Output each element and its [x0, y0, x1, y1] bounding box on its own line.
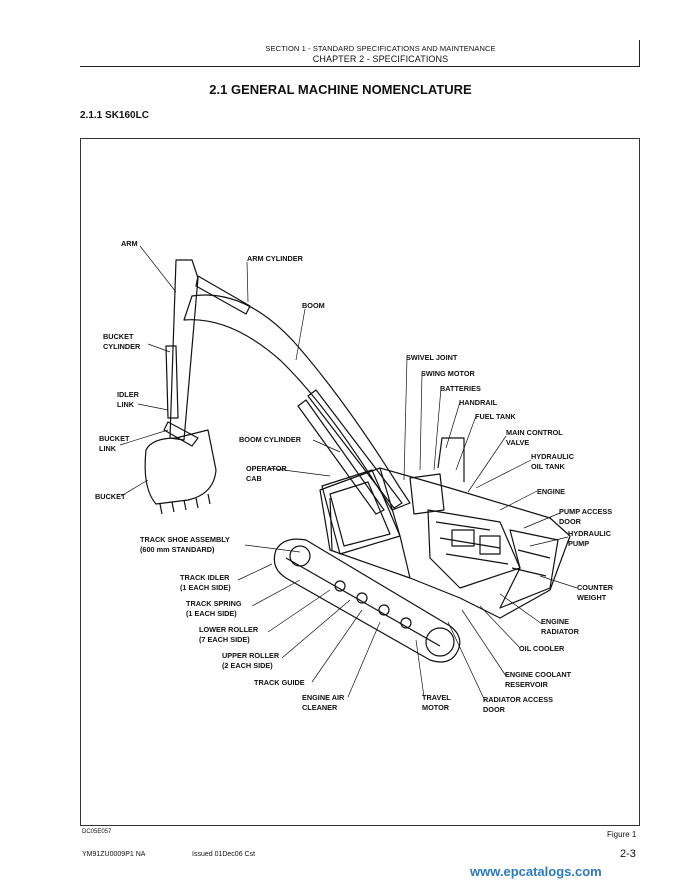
label-track-shoe: TRACK SHOE ASSEMBLY (600 mm STANDARD) [140, 535, 230, 554]
label-upper-roller: UPPER ROLLER (2 EACH SIDE) [222, 651, 280, 670]
label-bucket-cylinder: BUCKET CYLINDER [103, 332, 141, 351]
section-subtitle: 2.1.1 SK160LC [80, 110, 149, 121]
bucket-drawing [144, 429, 217, 505]
header-rule-tick [639, 40, 640, 67]
boom-cylinder-drawing [307, 389, 403, 509]
label-track-spring: TRACK SPRING (1 EACH SIDE) [186, 599, 242, 618]
label-engine-air-cleaner: ENGINE AIR CLEANER [302, 693, 345, 712]
excavator-diagram [144, 259, 571, 663]
label-idler-link: IDLER LINK [117, 390, 139, 409]
label-batteries: BATTERIES [440, 384, 481, 393]
figure-code: DC05E057 [82, 829, 112, 835]
label-engine-radiator: ENGINE RADIATOR [541, 617, 579, 636]
page-title: 2.1 GENERAL MACHINE NOMENCLATURE [209, 82, 472, 97]
fuel-tank-drawing [409, 473, 445, 515]
label-main-control-valve: MAIN CONTROL VALVE [506, 428, 563, 447]
engine-compartment-drawing [427, 509, 521, 589]
label-arm: ARM [121, 239, 138, 248]
label-operator-cab: OPERATOR CAB [246, 464, 287, 483]
label-engine-coolant-reservoir: ENGINE COOLANT RESERVOIR [505, 670, 572, 689]
label-oil-cooler: OIL COOLER [519, 644, 565, 653]
arm-cylinder-drawing [195, 275, 251, 315]
label-swivel-joint: SWIVEL JOINT [406, 353, 458, 362]
counterweight-drawing [499, 529, 559, 609]
label-bucket-link: BUCKET LINK [99, 434, 130, 453]
watermark: www.epcatalogs.com [470, 864, 602, 879]
label-pump-access-door: PUMP ACCESS DOOR [559, 507, 613, 526]
label-boom: BOOM [302, 301, 325, 310]
label-swing-motor: SWING MOTOR [421, 369, 475, 378]
boom-drawing [183, 294, 411, 511]
label-lower-roller: LOWER ROLLER (7 EACH SIDE) [199, 625, 259, 644]
label-handrail: HANDRAIL [459, 398, 498, 407]
label-travel-motor: TRAVEL MOTOR [422, 693, 451, 712]
upper-structure-drawing [319, 467, 571, 619]
label-hydraulic-pump: HYDRAULIC PUMP [568, 529, 611, 548]
handrail-drawing [437, 437, 465, 482]
page-number: 2-3 [620, 848, 636, 860]
operator-cab-drawing [321, 469, 401, 555]
footer-doc-id: YM91ZU0009P1 NA [82, 851, 146, 858]
figure-frame [80, 138, 640, 826]
bucket-cylinder-drawing [165, 345, 179, 419]
label-fuel-tank: FUEL TANK [475, 412, 516, 421]
label-track-idler: TRACK IDLER (1 EACH SIDE) [180, 573, 231, 592]
section-header: SECTION 1 - STANDARD SPECIFICATIONS AND … [265, 44, 496, 53]
label-radiator-access-door: RADIATOR ACCESS DOOR [483, 695, 554, 714]
label-engine: ENGINE [537, 487, 565, 496]
label-arm-cylinder: ARM CYLINDER [247, 254, 303, 263]
label-counter-weight: COUNTER WEIGHT [577, 583, 614, 602]
label-hydraulic-oil-tank: HYDRAULIC OIL TANK [531, 452, 574, 471]
arm-drawing [169, 259, 199, 441]
label-boom-cylinder: BOOM CYLINDER [239, 435, 302, 444]
figure-label: Figure 1 [607, 830, 637, 839]
label-bucket: BUCKET [95, 492, 126, 501]
track-drawing [273, 538, 461, 663]
footer-issued: Issued 01Dec06 Cst [192, 851, 256, 858]
label-track-guide: TRACK GUIDE [254, 678, 305, 687]
chapter-header: CHAPTER 2 - SPECIFICATIONS [312, 54, 449, 64]
header-rule [80, 66, 640, 67]
